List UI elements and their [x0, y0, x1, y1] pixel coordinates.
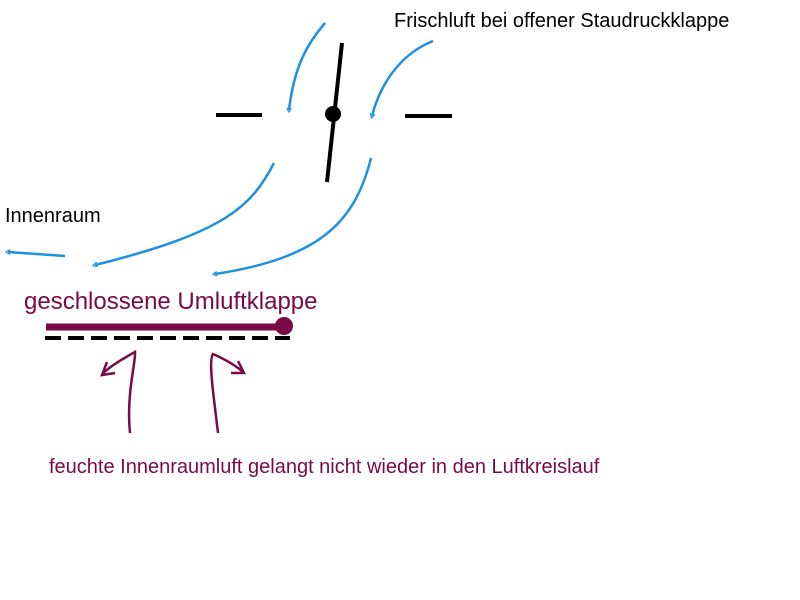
humid-air-label: feuchte Innenraumluft gelangt nicht wied…	[49, 456, 600, 478]
humid-air-arrow-left	[101, 349, 137, 434]
humid-air-arrowhead-right	[231, 360, 247, 375]
fresh-air-arrow-right-out	[215, 157, 373, 274]
recirculation-flap-pivot	[275, 317, 293, 335]
humid-air-arrow-right	[209, 352, 244, 434]
fresh-air-arrow-right-in	[372, 39, 434, 116]
fresh-air-arrow-left-in	[289, 22, 326, 110]
fresh-air-label: Frischluft bei offener Staudruckklappe	[394, 10, 730, 32]
fresh-air-arrow-left-out	[95, 162, 276, 265]
humid-air-arrowhead-left	[100, 361, 116, 377]
ram-air-flap-pivot	[325, 106, 341, 122]
interior-arrow	[8, 252, 66, 258]
interior-label: Innenraum	[5, 205, 101, 227]
closed-flap-label: geschlossene Umluftklappe	[24, 288, 318, 315]
